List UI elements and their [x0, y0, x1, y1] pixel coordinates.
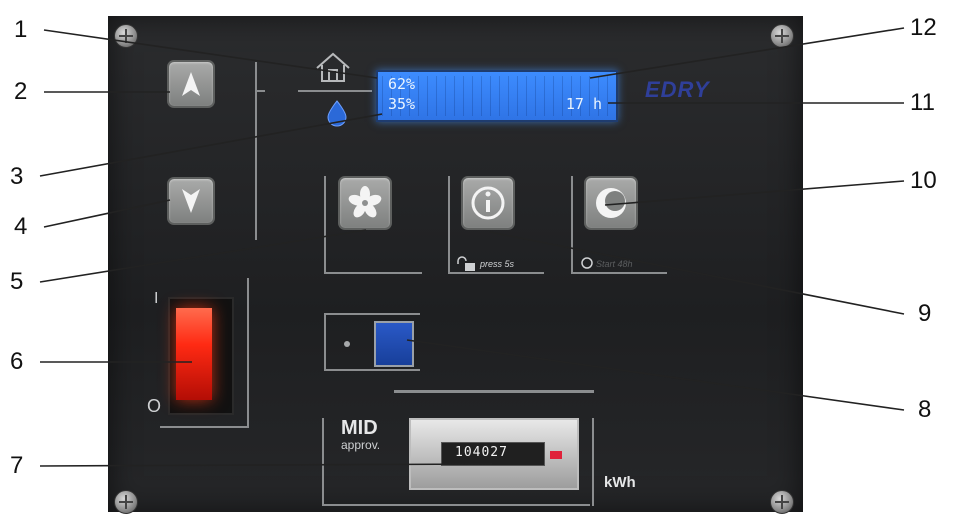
energy-meter: 104027	[409, 418, 579, 490]
frame-tick	[255, 90, 265, 92]
callout-line-10	[604, 180, 905, 206]
approv-label: approv.	[341, 438, 381, 452]
brand-logo: EDRY	[645, 77, 710, 102]
fan-button[interactable]	[338, 176, 392, 230]
callout-12: 12	[910, 14, 937, 41]
mid-label: MID	[341, 417, 378, 439]
lcd-row-1: 62%	[388, 75, 608, 95]
arrow-up-button[interactable]	[167, 60, 215, 108]
callout-2: 2	[14, 78, 28, 105]
callout-3: 3	[10, 163, 24, 190]
power-icon	[581, 257, 593, 269]
power-rocker-switch[interactable]	[176, 308, 212, 400]
arrow-down-icon	[182, 189, 200, 213]
callout-line-4	[43, 199, 171, 228]
callout-line-7	[39, 463, 493, 467]
frame-timer-left	[571, 176, 573, 274]
drop-icon	[327, 100, 347, 127]
callout-10: 10	[910, 167, 937, 194]
screw-top-left	[114, 24, 138, 48]
callout-11: 11	[910, 89, 935, 116]
screw-bottom-right	[770, 490, 794, 514]
callout-9: 9	[918, 300, 932, 327]
frame-fan-bottom	[324, 272, 422, 274]
frame-fan-left	[324, 176, 326, 274]
switch-off-label: O	[147, 396, 162, 416]
lcd-display: 62% 35% 17 h	[376, 70, 618, 122]
frame-divider	[394, 390, 594, 393]
kwh-label: kWh	[604, 474, 636, 491]
frame-vertical-left	[255, 62, 257, 240]
screw-top-right	[770, 24, 794, 48]
meter-marker	[550, 451, 562, 459]
arrow-down-button[interactable]	[167, 177, 215, 225]
press-label: press 5s	[480, 259, 515, 269]
frame-timer-bottom	[571, 272, 667, 274]
timer-icon	[596, 188, 626, 218]
fan-icon	[348, 186, 382, 218]
frame-info-left	[448, 176, 450, 274]
callout-1: 1	[14, 16, 28, 43]
frame-meter-left	[322, 418, 324, 506]
frame-blue-left	[324, 313, 326, 371]
callout-line-8	[406, 339, 905, 411]
frame-switch-bottom	[160, 426, 249, 428]
callout-6: 6	[10, 348, 24, 375]
callout-line-3	[39, 113, 383, 177]
callout-line-9	[489, 231, 905, 315]
callout-4: 4	[14, 213, 28, 240]
timer-label: Start 48h	[596, 259, 633, 269]
frame-blue-bottom	[324, 369, 420, 371]
callout-5: 5	[10, 268, 24, 295]
frame-switch-right	[247, 278, 249, 428]
meter-window	[441, 442, 545, 466]
arrow-up-icon	[182, 72, 200, 96]
callout-line-5	[39, 229, 367, 283]
frame-meter-right	[592, 418, 594, 506]
indicator-dot	[344, 341, 350, 347]
callout-7: 7	[10, 452, 24, 479]
meter-reading: 104027	[455, 445, 508, 460]
lcd-row-2: 35% 17 h	[388, 95, 608, 115]
lock-icon	[457, 256, 475, 271]
callout-8: 8	[918, 396, 932, 423]
switch-on-label: I	[154, 290, 159, 307]
frame-meter-bottom	[322, 504, 590, 506]
frame-blue-top	[324, 313, 420, 315]
callout-line-1	[43, 29, 378, 79]
humidity-setpoint: 62%	[388, 75, 416, 93]
frame-info-bottom	[448, 272, 544, 274]
callout-line-12	[589, 27, 905, 79]
humidity-current: 35%	[388, 95, 416, 113]
hour-counter: 17 h	[565, 95, 602, 113]
info-button[interactable]	[461, 176, 515, 230]
frame-top-left	[298, 90, 372, 92]
blue-button[interactable]	[374, 321, 414, 367]
info-icon	[471, 186, 505, 220]
